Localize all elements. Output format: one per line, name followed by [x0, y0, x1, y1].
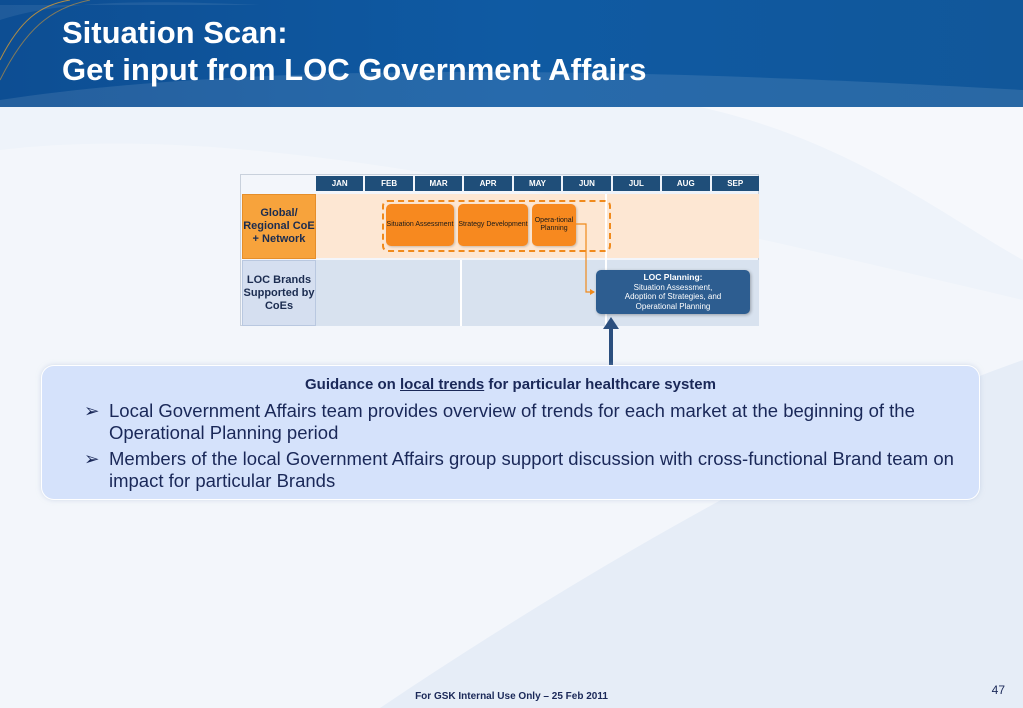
month-mar: MAR: [414, 176, 463, 191]
loc-planning-box: LOC Planning: Situation Assessment, Adop…: [596, 270, 750, 314]
up-arrow-icon: [603, 317, 619, 370]
connector-arrow: [576, 223, 595, 295]
guidance-heading: Guidance on local trends for particular …: [42, 376, 979, 393]
phase-strategy-development: Strategy Development: [458, 204, 528, 246]
guidance-bullet-list: ➢ Local Government Affairs team provides…: [84, 400, 969, 496]
guidance-heading-suffix: for particular healthcare system: [484, 376, 716, 393]
row-label-loc: LOC Brands Supported by CoEs: [242, 260, 316, 326]
page-number: 47: [991, 683, 1005, 697]
list-item: ➢ Local Government Affairs team provides…: [84, 400, 969, 444]
month-sep: SEP: [711, 176, 759, 191]
guidance-box: Guidance on local trends for particular …: [42, 366, 979, 499]
row-label-global: Global/ Regional CoE + Network: [242, 194, 316, 259]
bullet-text: Members of the local Government Affairs …: [109, 448, 954, 491]
loc-box-line: Operational Planning: [635, 301, 711, 311]
list-item: ➢ Members of the local Government Affair…: [84, 448, 969, 492]
arrow-bullet-icon: ➢: [84, 448, 100, 469]
arrow-bullet-icon: ➢: [84, 400, 100, 421]
month-jun: JUN: [563, 176, 611, 191]
column-divider: [605, 194, 607, 326]
month-feb: FEB: [365, 176, 413, 191]
month-jan: JAN: [316, 176, 364, 191]
month-apr: APR: [464, 176, 512, 191]
phase-operational-planning: Opera-tional Planning: [532, 204, 576, 246]
title-line-1: Situation Scan:: [62, 15, 288, 50]
column-divider: [460, 260, 462, 326]
month-aug: AUG: [662, 176, 710, 191]
month-may: MAY: [513, 176, 562, 191]
planning-timeline: JAN FEB MAR APR MAY JUN JUL AUG SEP Glob…: [240, 174, 759, 326]
month-jul: JUL: [612, 176, 661, 191]
phase-situation-assessment: Situation Assessment: [386, 204, 454, 246]
local-trends-link: local trends: [400, 376, 485, 393]
footer-text: For GSK Internal Use Only – 25 Feb 2011: [415, 691, 608, 702]
header-bar: Situation Scan: Get input from LOC Gover…: [0, 0, 1023, 107]
page-title: Situation Scan: Get input from LOC Gover…: [62, 14, 646, 88]
phase-group-outline: [382, 200, 611, 252]
bullet-text: Local Government Affairs team provides o…: [109, 400, 915, 443]
guidance-heading-prefix: Guidance on: [305, 376, 401, 393]
loc-box-title: LOC Planning:: [643, 272, 703, 282]
title-line-2: Get input from LOC Government Affairs: [62, 52, 647, 87]
month-header-row: JAN FEB MAR APR MAY JUN JUL AUG SEP: [316, 176, 759, 191]
loc-box-line: Adoption of Strategies, and: [624, 292, 722, 301]
loc-box-line: Situation Assessment,: [633, 282, 713, 292]
header-swoosh: [0, 0, 1023, 107]
